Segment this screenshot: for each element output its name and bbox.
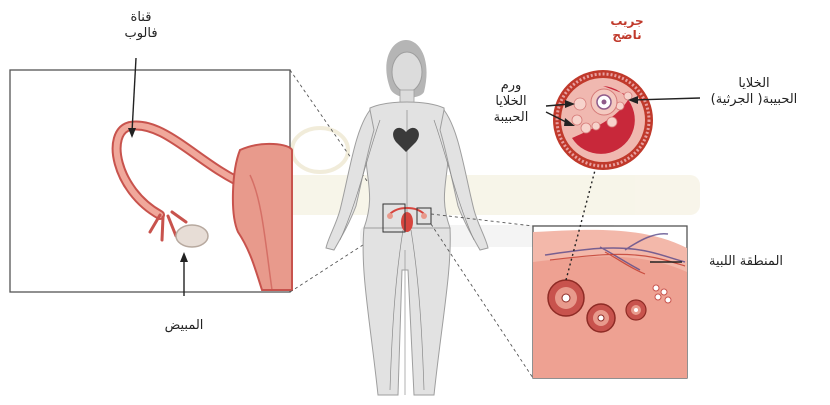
ovary-shape: [176, 225, 208, 247]
label-granulosa-mass-line2: الخلايا: [476, 94, 546, 110]
label-medulla-text: المنطقة اللبية: [686, 254, 806, 270]
label-granulosa-mass-line3: الحبيبة: [476, 110, 546, 126]
ovary-section-panel: [533, 226, 687, 378]
label-granulosa-germinal-line1: الخلايا: [692, 76, 816, 92]
label-granulosa-mass: ورم الخلايا الحبيبة: [476, 78, 546, 126]
uterus-detail-panel: [10, 70, 292, 292]
follicle-medium: [587, 304, 615, 332]
mature-follicle-shape: [553, 70, 653, 170]
label-ovary: المبيض: [152, 318, 216, 334]
label-medulla: المنطقة اللبية: [686, 254, 806, 270]
label-fallopian-tube-line1: قناة: [106, 10, 176, 26]
label-ovary-text: المبيض: [152, 318, 216, 334]
label-mature-follicle-line2: ناضج: [595, 28, 659, 42]
label-fallopian-tube-line2: فالوب: [106, 26, 176, 42]
label-mature-follicle-line1: جريب: [595, 14, 659, 28]
label-mature-follicle: جريب ناضج: [595, 14, 659, 42]
label-granulosa-germinal: الخلايا الحبيبة( الجرثية): [692, 76, 816, 108]
follicle-large: [548, 280, 584, 316]
label-granulosa-mass-line1: ورم: [476, 78, 546, 94]
label-granulosa-germinal-line2: الحبيبة( الجرثية): [692, 92, 816, 108]
label-fallopian-tube: قناة فالوب: [106, 10, 176, 42]
follicle-small: [626, 300, 646, 320]
